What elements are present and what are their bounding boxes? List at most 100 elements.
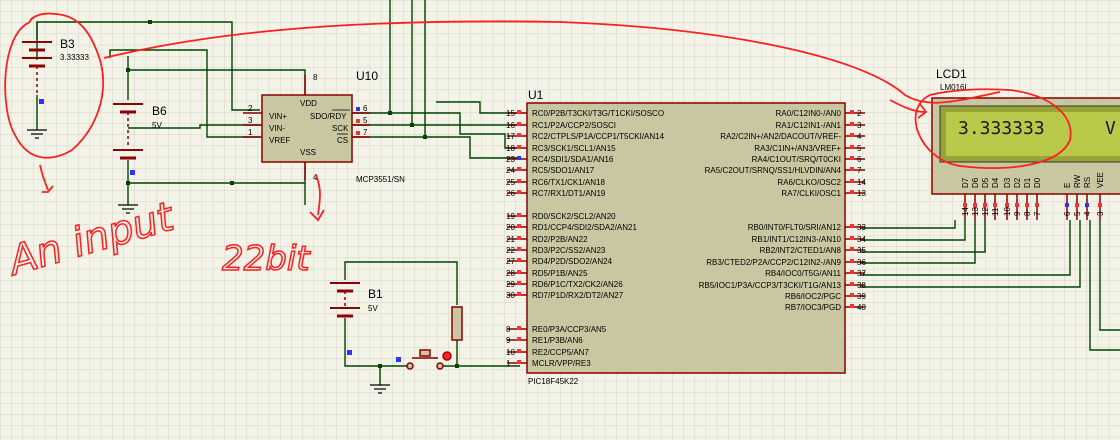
u1-pin-number: 8 (506, 325, 511, 334)
u1-pin-number: 16 (506, 121, 515, 130)
u1-pin-number: 18 (506, 144, 515, 153)
u10-num-vdd: 8 (313, 73, 318, 82)
b3-value: 3.33333 (60, 53, 89, 62)
pin-marker (973, 203, 977, 207)
lcd-pin-number: 12 (981, 207, 990, 216)
pullup-resistor[interactable] (451, 306, 463, 341)
pin-marker (517, 258, 521, 262)
u1-pin-number: 4 (857, 132, 862, 141)
pin-marker (517, 270, 521, 274)
lcd-module[interactable]: 3.333333 V D714D613D512D411D310D29D18D07… (931, 97, 1120, 220)
lcd-pin-number: 8 (1023, 211, 1032, 216)
u1-pin-number: 14 (857, 178, 866, 187)
u1-pin-label: RD6/P1C/TX2/CK2/AN26 (532, 280, 623, 289)
pin-marker (396, 357, 401, 362)
pin-marker (517, 179, 521, 183)
u1-pin-label: RB5/IOC1/P3A/CCP3/T3CKI/T1G/AN13 (699, 281, 842, 290)
circle-lcd (914, 88, 1072, 169)
u10-num-vinm: 3 (248, 116, 253, 125)
u1-pin-number: 33 (857, 223, 866, 232)
pin-marker (517, 349, 521, 353)
u1-pin-label: RA5/C2OUT/SRNQ/SS1/HLVDIN/AN4 (705, 166, 842, 175)
u1-pin-number: 9 (506, 336, 511, 345)
u1-pin-number: 40 (857, 303, 866, 312)
lcd-pin-label: RS (1083, 177, 1092, 188)
pin-marker (517, 167, 521, 171)
pin-marker (1025, 203, 1029, 207)
pin-marker (1098, 203, 1102, 207)
u1-part: PIC18F45K22 (528, 377, 579, 386)
curve-to-lcd (103, 20, 1001, 104)
junctions (126, 20, 459, 368)
u10-pin-vinm: VIN- (269, 124, 285, 133)
reset-pushbutton[interactable] (406, 349, 452, 370)
u1-pin-label: RD7/P1D/RX2/DT2/AN27 (532, 291, 624, 300)
u1-pin-number: 35 (857, 246, 866, 255)
u1-pin-number: 27 (506, 257, 515, 266)
u10-pin-sdo: SDO/RDY (310, 112, 347, 121)
battery-b1[interactable] (330, 282, 360, 318)
pin-marker (517, 213, 521, 217)
u1-pin-number: 36 (857, 258, 866, 267)
lcd-pin-number: 7 (1033, 211, 1042, 216)
u1-pin-label: RC7/RX1/DT1/AN19 (532, 189, 606, 198)
lcd-pin-label: E (1063, 183, 1072, 188)
battery-b6[interactable] (113, 103, 143, 160)
pin-marker (517, 110, 521, 114)
u1-pin-label: RD5/P1B/AN25 (532, 269, 588, 278)
u10-pin-vinp: VIN+ (269, 112, 287, 121)
pin-marker (850, 293, 854, 297)
pin-marker (130, 170, 135, 175)
ground-symbol (27, 129, 47, 139)
pin-marker (993, 203, 997, 207)
pin-marker (850, 122, 854, 126)
pin-marker (1075, 203, 1079, 207)
u1-pin-label: RA7/CLKI/OSC1 (781, 189, 841, 198)
pin-marker (1005, 203, 1009, 207)
u1-pin-label: RB2/INT2/CTED1/AN8 (760, 246, 842, 255)
u1-pin-number: 1 (506, 359, 511, 368)
pin-marker (850, 247, 854, 251)
u1-pin-number: 23 (506, 155, 515, 164)
u1-pin-number: 7 (857, 166, 862, 175)
lcd-pin-label: D5 (981, 177, 990, 188)
u1-pin-number: 15 (506, 109, 515, 118)
lcd-pin-number: 13 (971, 207, 980, 216)
u1-pin-number: 19 (506, 212, 515, 221)
chip-u10[interactable]: VDD VIN+ VIN- VREF VSS SDO/RDY SCK CS 8 … (243, 73, 370, 182)
u1-pin-label: RC0/P2B/T3CKI/T3G/T1CKI/SOSCO (532, 109, 664, 118)
u10-ref: U10 (356, 69, 378, 83)
annotation-22bit: 22bit (222, 239, 311, 279)
u1-pin-number: 34 (857, 235, 866, 244)
pin-marker (517, 247, 521, 251)
arrow-lcd (889, 99, 928, 119)
ground-symbol (370, 384, 390, 394)
u1-pin-label: RC5/SDO1/AN17 (532, 166, 595, 175)
b6-ref: B6 (152, 104, 167, 118)
u1-pin-number: 13 (857, 189, 866, 198)
u1-pin-number: 3 (857, 121, 862, 130)
b1-value: 5V (368, 304, 378, 313)
u10-num-vref: 1 (248, 128, 253, 137)
lcd-pin-number: 4 (1083, 211, 1092, 216)
u10-num-vinp: 2 (248, 104, 253, 113)
u1-pin-number: 37 (857, 269, 866, 278)
lcd-pin-number: 11 (991, 207, 1000, 216)
lcd-pin-number: 14 (961, 207, 970, 216)
pin-marker (517, 292, 521, 296)
lcd-pin-number: 3 (1096, 211, 1105, 216)
pin-marker (850, 304, 854, 308)
u1-pin-label: RB6/IOC2/PGC (785, 292, 841, 301)
lcd-part: LM016L (940, 83, 969, 92)
pin-marker (850, 133, 854, 137)
u10-pin-vref: VREF (269, 136, 290, 145)
pin-marker (517, 122, 521, 126)
hand-annotations (4, 12, 1072, 222)
u1-pin-label: RA0/C12IN0-/AN0 (776, 109, 842, 118)
u1-pin-label: RD3/P2C/SS2/AN23 (532, 246, 606, 255)
u1-pin-label: RD0/SCK2/SCL2/AN20 (532, 212, 616, 221)
battery-b3[interactable] (22, 41, 52, 95)
u1-pin-number: 25 (506, 178, 515, 187)
u1-pin-number: 26 (506, 189, 515, 198)
